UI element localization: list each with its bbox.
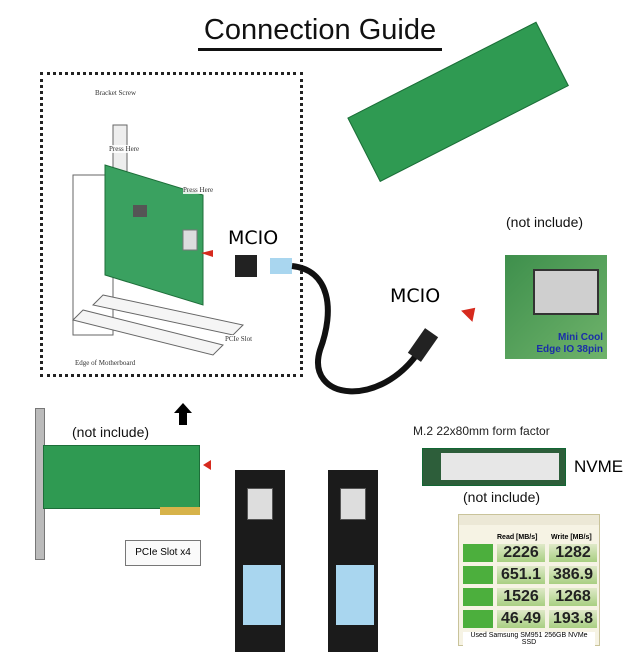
red-arrow-icon bbox=[203, 460, 211, 470]
read-header: Read [MB/s] bbox=[497, 534, 538, 541]
window-titlebar bbox=[459, 515, 599, 525]
pcie-card bbox=[43, 445, 200, 509]
connector-callout: Mini Cool Edge IO 38pin bbox=[536, 332, 603, 356]
read-value: 46.49 bbox=[497, 610, 545, 628]
adapter-not-included: (not include) bbox=[506, 214, 584, 230]
cable-end-right bbox=[328, 470, 378, 652]
page-title: Connection Guide bbox=[0, 14, 640, 51]
title-text: Connection Guide bbox=[197, 14, 443, 51]
callout-line-1: Mini Cool bbox=[558, 332, 603, 343]
installation-diagram: Bracket Screw Press Here Press Here PCIe… bbox=[40, 72, 303, 377]
label-edge-of-motherboard: Edge of Motherboard bbox=[75, 359, 136, 367]
label-press-here-2: Press Here bbox=[183, 186, 214, 194]
gold-fingers bbox=[160, 507, 200, 515]
write-value: 1268 bbox=[549, 588, 597, 606]
label-press-here-1: Press Here bbox=[109, 145, 140, 153]
up-arrow-icon bbox=[174, 403, 192, 413]
label-pcie-slot: PCIe Slot bbox=[225, 335, 253, 343]
read-value: 651.1 bbox=[497, 566, 545, 584]
read-value: 2226 bbox=[497, 544, 545, 562]
write-value: 386.9 bbox=[549, 566, 597, 584]
ssd-not-included: (not include) bbox=[463, 489, 541, 505]
label-bracket-screw: Bracket Screw bbox=[95, 89, 137, 97]
cable-end-left bbox=[235, 470, 285, 652]
write-value: 1282 bbox=[549, 544, 597, 562]
read-value: 1526 bbox=[497, 588, 545, 606]
write-header: Write [MB/s] bbox=[551, 534, 592, 541]
card-install-illustration bbox=[72, 124, 245, 356]
red-arrow-icon bbox=[461, 302, 481, 322]
mcio-label-right: MCIO bbox=[390, 285, 441, 307]
connector-image bbox=[533, 269, 599, 315]
card-not-included: (not include) bbox=[72, 424, 150, 440]
nvme-label: NVME bbox=[574, 457, 624, 476]
mcio-label-left: MCIO bbox=[228, 227, 279, 249]
up-arrow-stem bbox=[179, 413, 187, 425]
pcie-slot-x4: PCIe Slot x4 bbox=[125, 540, 201, 566]
connector-photo: Mini Cool Edge IO 38pin bbox=[505, 255, 607, 359]
m2-form-factor: M.2 22x80mm form factor bbox=[413, 424, 550, 438]
write-value: 193.8 bbox=[549, 610, 597, 628]
m2-ssd bbox=[422, 448, 566, 486]
mcio-cable bbox=[235, 255, 439, 395]
bench-footer: Used Samsung SM951 256GB NVMe SSD bbox=[463, 632, 595, 646]
callout-line-2: Edge IO 38pin bbox=[536, 344, 603, 355]
